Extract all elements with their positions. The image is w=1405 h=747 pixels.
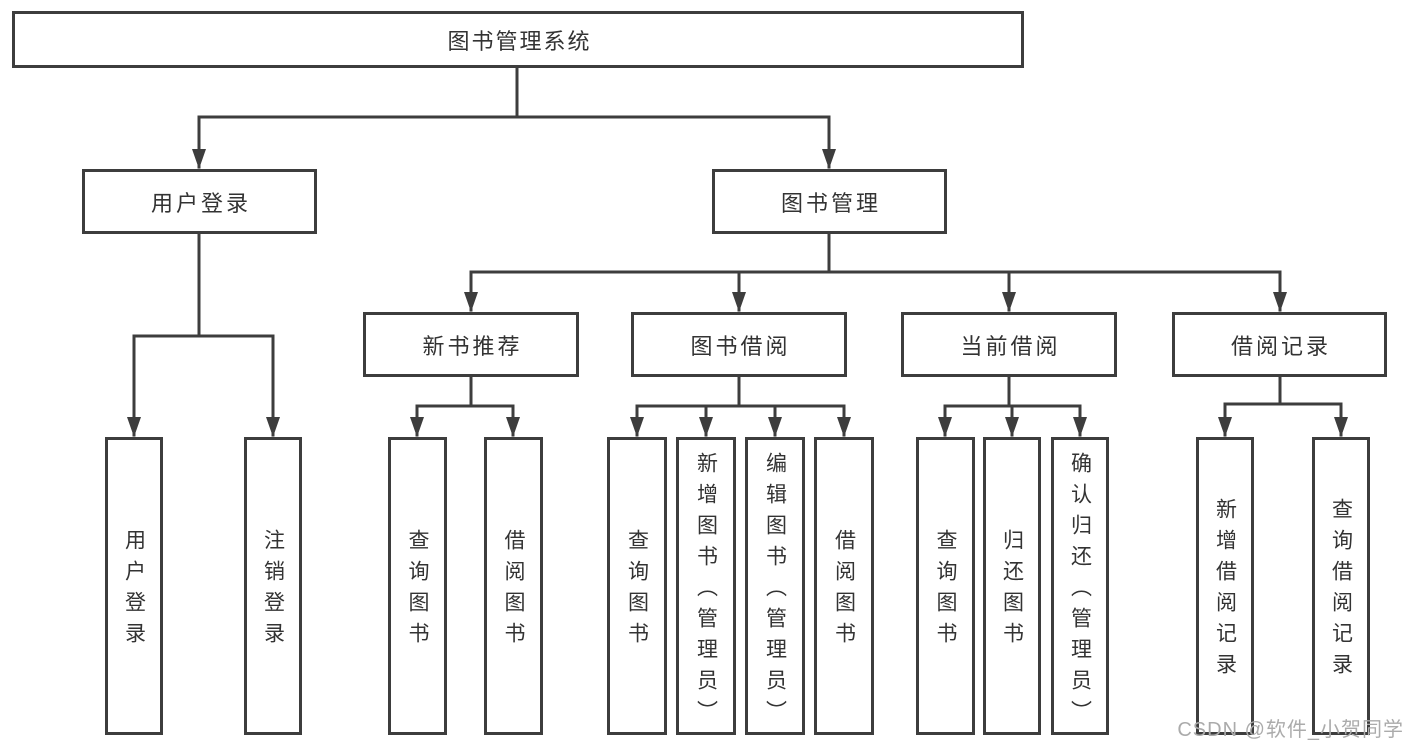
leaf-current-query-books: 查询图书 bbox=[916, 437, 975, 735]
leaf-borrow-borrow-books: 借阅图书 bbox=[814, 437, 874, 735]
new-book-recommend-children-connector bbox=[410, 375, 520, 437]
node-book-management: 图书管理 bbox=[712, 169, 947, 234]
leaf-record-add: 新增借阅记录 bbox=[1196, 437, 1254, 735]
leaf-borrow-query-books: 查询图书 bbox=[607, 437, 667, 735]
node-new-book-recommend: 新书推荐 bbox=[363, 312, 579, 377]
csdn-watermark: CSDN @软件_小贺同学 bbox=[1177, 719, 1404, 741]
current-borrow-children-connector bbox=[938, 375, 1087, 437]
leaf-current-confirm-return: 确认归还（管理员） bbox=[1051, 437, 1109, 735]
node-current-borrow: 当前借阅 bbox=[901, 312, 1117, 377]
user-login-children-connector bbox=[127, 232, 280, 437]
leaf-borrow-add-books: 新增图书（管理员） bbox=[676, 437, 736, 735]
node-borrow-record: 借阅记录 bbox=[1172, 312, 1387, 377]
node-book-borrow: 图书借阅 bbox=[631, 312, 847, 377]
leaf-borrow-edit-books: 编辑图书（管理员） bbox=[745, 437, 805, 735]
book-borrow-children-connector bbox=[630, 375, 851, 437]
book-management-children-connector bbox=[464, 232, 1287, 312]
leaf-user-login: 用户登录 bbox=[105, 437, 163, 735]
leaf-rec-borrow-books: 借阅图书 bbox=[484, 437, 543, 735]
leaf-rec-query-books: 查询图书 bbox=[388, 437, 447, 735]
root-to-level2-connector bbox=[192, 66, 836, 169]
node-user-login: 用户登录 bbox=[82, 169, 317, 234]
leaf-logout: 注销登录 bbox=[244, 437, 302, 735]
borrow-record-children-connector bbox=[1218, 375, 1348, 437]
leaf-record-query: 查询借阅记录 bbox=[1312, 437, 1370, 735]
node-root: 图书管理系统 bbox=[12, 11, 1024, 68]
leaf-current-return-books: 归还图书 bbox=[983, 437, 1041, 735]
